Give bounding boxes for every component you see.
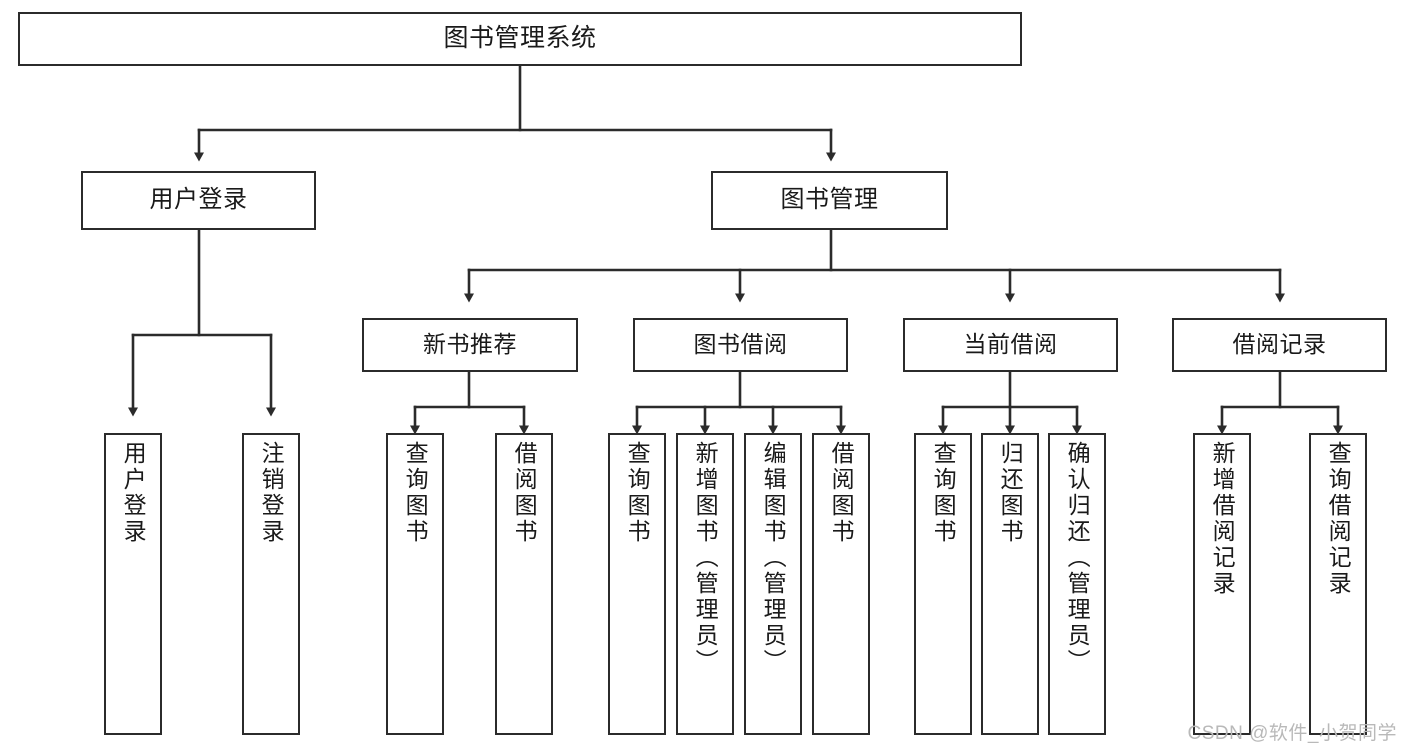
node-current-borrow-label: 当前借阅: [963, 331, 1058, 358]
leaf-bb-edit-book[interactable]: 编辑图书（管理员）: [744, 433, 802, 735]
node-new-book-recommend-label: 新书推荐: [423, 331, 517, 358]
leaf-nb-borrow-book[interactable]: 借阅图书: [495, 433, 553, 735]
node-root-system[interactable]: 图书管理系统: [18, 12, 1022, 66]
node-book-manage[interactable]: 图书管理: [711, 171, 948, 230]
leaf-br-add-record[interactable]: 新增借阅记录: [1193, 433, 1251, 735]
leaf-cb-return-book[interactable]: 归还图书: [981, 433, 1039, 735]
leaf-bb-add-book-label: 新增图书（管理员）: [692, 441, 719, 675]
node-user-login-label: 用户登录: [149, 186, 248, 214]
leaf-cb-query-book-label: 查询图书: [930, 441, 957, 545]
node-root-label: 图书管理系统: [443, 24, 597, 53]
leaf-cb-return-book-label: 归还图书: [997, 441, 1024, 545]
leaf-cb-confirm-return[interactable]: 确认归还（管理员）: [1048, 433, 1106, 735]
leaf-bb-borrow-book[interactable]: 借阅图书: [812, 433, 870, 735]
leaf-cb-query-book[interactable]: 查询图书: [914, 433, 972, 735]
node-book-borrow-label: 图书借阅: [693, 331, 788, 358]
leaf-user-login-label: 用户登录: [120, 441, 147, 545]
node-borrow-record-label: 借阅记录: [1232, 331, 1327, 358]
leaf-nb-query-book-label: 查询图书: [402, 441, 429, 545]
leaf-bb-borrow-book-label: 借阅图书: [828, 441, 855, 545]
leaf-bb-add-book[interactable]: 新增图书（管理员）: [676, 433, 734, 735]
leaf-cb-confirm-return-label: 确认归还（管理员）: [1064, 441, 1091, 675]
node-borrow-record[interactable]: 借阅记录: [1172, 318, 1387, 372]
leaf-logout[interactable]: 注销登录: [242, 433, 300, 735]
node-current-borrow[interactable]: 当前借阅: [903, 318, 1118, 372]
leaf-bb-query-book[interactable]: 查询图书: [608, 433, 666, 735]
leaf-nb-borrow-book-label: 借阅图书: [511, 441, 538, 545]
leaf-user-login[interactable]: 用户登录: [104, 433, 162, 735]
leaf-logout-label: 注销登录: [258, 441, 285, 545]
node-new-book-recommend[interactable]: 新书推荐: [362, 318, 578, 372]
leaf-bb-query-book-label: 查询图书: [624, 441, 651, 545]
leaf-br-add-record-label: 新增借阅记录: [1209, 441, 1236, 597]
node-book-manage-label: 图书管理: [780, 186, 879, 214]
leaf-br-query-record[interactable]: 查询借阅记录: [1309, 433, 1367, 735]
leaf-bb-edit-book-label: 编辑图书（管理员）: [760, 441, 787, 675]
leaf-nb-query-book[interactable]: 查询图书: [386, 433, 444, 735]
node-user-login[interactable]: 用户登录: [81, 171, 316, 230]
leaf-br-query-record-label: 查询借阅记录: [1325, 441, 1352, 597]
node-book-borrow[interactable]: 图书借阅: [633, 318, 848, 372]
